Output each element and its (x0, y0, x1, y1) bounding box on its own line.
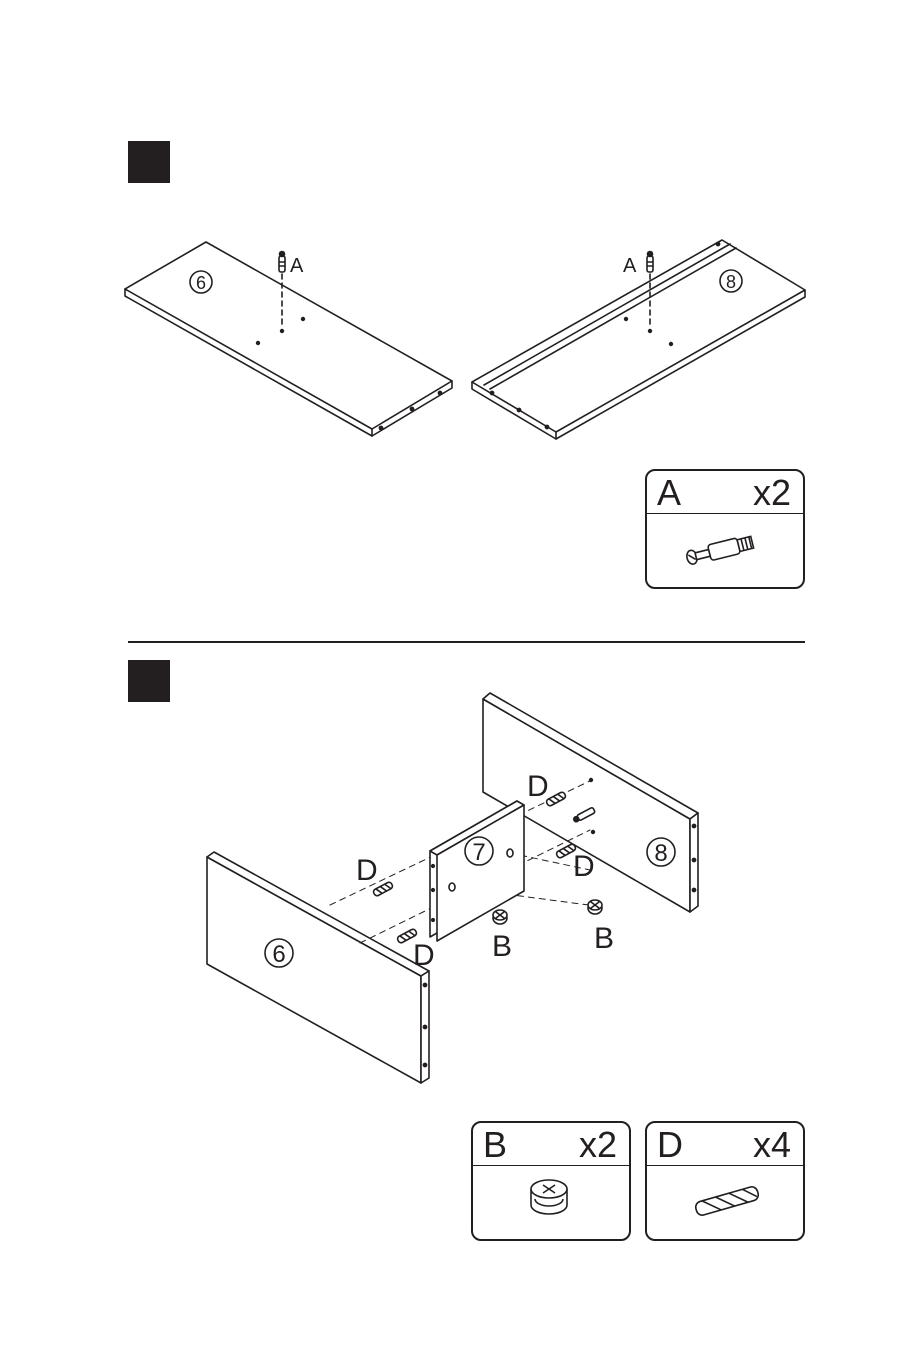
dowel-label-lower-right: D (573, 850, 595, 883)
dowel-label-upper-left: D (356, 854, 378, 887)
panel-7-number: 7 (472, 839, 485, 866)
part-quantity: x2 (579, 1123, 617, 1167)
cam-label-center: B (492, 930, 512, 963)
panel-8-flat: 8 (472, 240, 805, 439)
panel-6-number: 6 (196, 273, 206, 293)
parts-card-d: D x4 (645, 1121, 805, 1241)
cam-label-right: B (594, 922, 614, 955)
panel-8-number-step2: 8 (654, 840, 667, 867)
panel-6-number-step2: 6 (272, 941, 285, 968)
wood-dowel-icon (647, 1167, 803, 1239)
dowel-label-lower-left: D (413, 939, 435, 972)
part-quantity: x4 (753, 1123, 791, 1167)
panel-8-number: 8 (726, 272, 736, 292)
part-letter: A (657, 471, 681, 515)
hardware-label-a-left: A (290, 255, 304, 277)
cam-lock-icon (473, 1167, 629, 1239)
part-letter: B (483, 1123, 507, 1167)
parts-card-a-header: A x2 (647, 471, 803, 514)
parts-card-a: A x2 (645, 469, 805, 589)
dowel-label-upper-right: D (527, 770, 549, 803)
cam-lock-right (588, 900, 602, 914)
part-quantity: x2 (753, 471, 791, 515)
cam-bolt-icon (647, 515, 803, 587)
hardware-label-a-right: A (623, 255, 637, 277)
panel-6-flat: 6 (125, 242, 452, 436)
panel-6-upright: 6 (207, 852, 429, 1083)
cam-lock-center (493, 910, 507, 924)
panel-7-upright: 7 (430, 801, 524, 941)
parts-card-b: B x2 (471, 1121, 631, 1241)
part-letter: D (657, 1123, 683, 1167)
parts-card-b-header: B x2 (473, 1123, 629, 1166)
parts-card-d-header: D x4 (647, 1123, 803, 1166)
